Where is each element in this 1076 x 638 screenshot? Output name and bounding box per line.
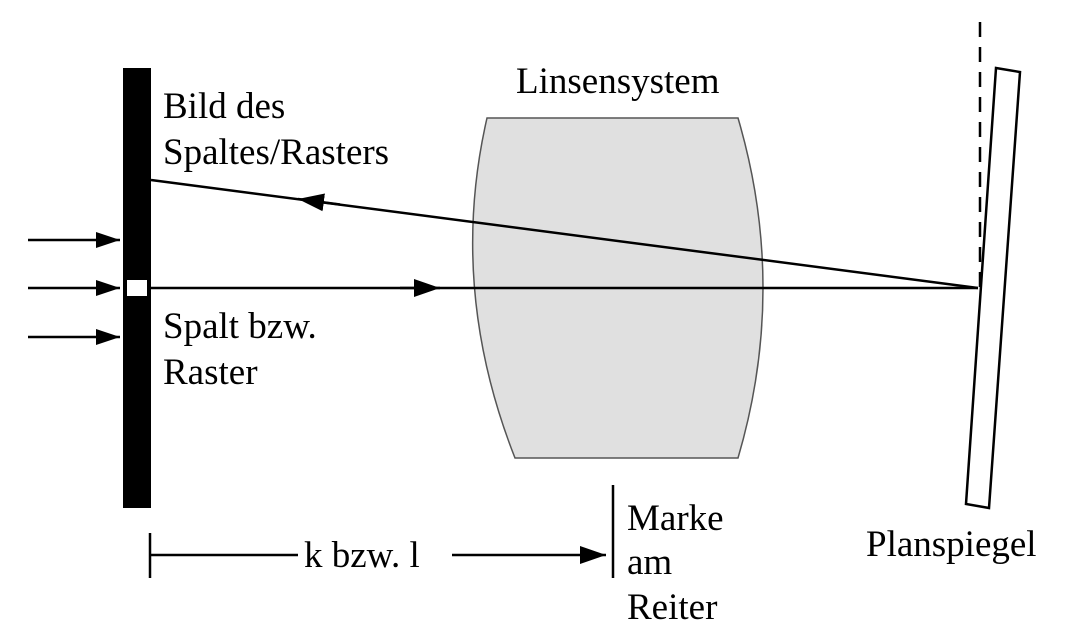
lens-system-label: Linsensystem [516,61,720,102]
plane-mirror [964,66,1022,510]
mark-label-line3: Reiter [627,587,717,628]
slit-label-line2: Raster [163,352,258,393]
image-label-line2: Spaltes/Rasters [163,132,389,173]
slit-label-line1: Spalt bzw. [163,306,317,347]
mark-label-line1: Marke [627,498,724,539]
reflected-ray [150,178,979,290]
slit-opening [127,280,147,296]
image-label-line1: Bild des [163,86,285,127]
distance-label: k bzw. l [304,535,420,576]
reflected-ray-arrow [297,193,341,212]
mark-label-line2: am [627,542,672,583]
plane-mirror-label: Planspiegel [866,524,1037,565]
